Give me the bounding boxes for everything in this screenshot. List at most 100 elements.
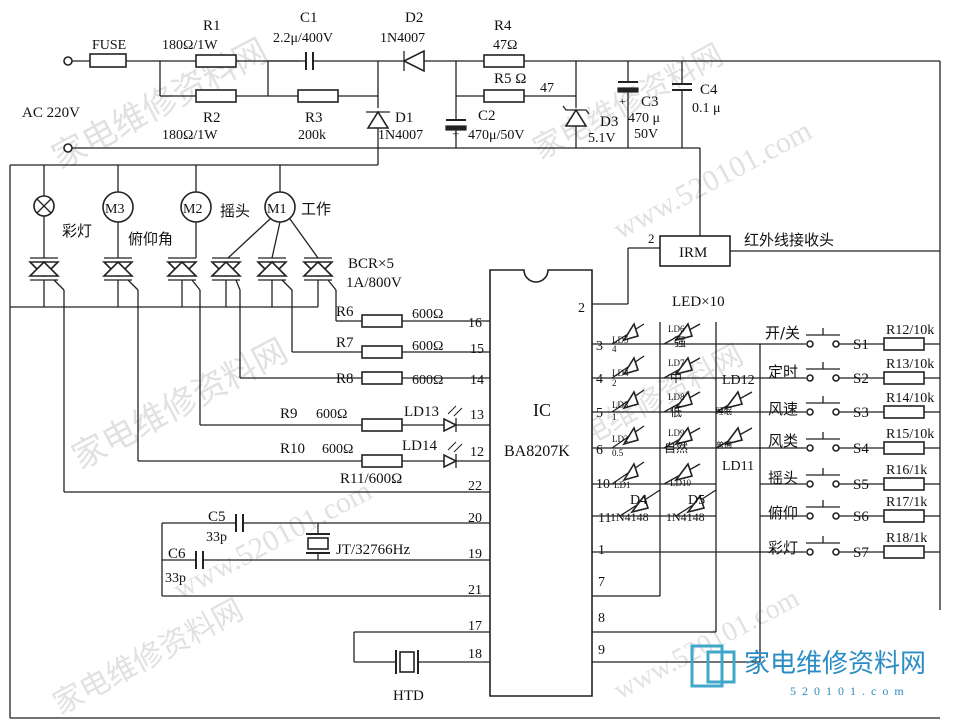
logo-url: 520101.com bbox=[790, 684, 910, 698]
switch-label: S5 bbox=[853, 477, 869, 493]
ic-pin-left: 17 bbox=[468, 619, 482, 634]
switch-resistor bbox=[883, 405, 925, 419]
r11-label: R11/600Ω bbox=[340, 471, 402, 487]
d4-label: D4 bbox=[630, 493, 647, 508]
r4-value: 47Ω bbox=[493, 38, 517, 53]
resistor-r4 bbox=[483, 54, 525, 68]
fuse-symbol bbox=[89, 53, 127, 68]
ld13-label: LD13 bbox=[404, 404, 439, 420]
switch-resistor-value: R14/10k bbox=[886, 391, 934, 406]
led-medium-label: 中 bbox=[670, 370, 682, 385]
switch-function: 开/关 bbox=[765, 324, 800, 342]
c2-label: C2 bbox=[478, 108, 496, 124]
bcr-rating: 1A/800V bbox=[346, 275, 402, 291]
ic-pin-left: 15 bbox=[470, 342, 484, 357]
led-sleep-label: 睡眠 bbox=[716, 407, 732, 416]
c6-label: C6 bbox=[168, 546, 186, 562]
switch-resistor bbox=[883, 441, 925, 455]
switch-label: S1 bbox=[853, 337, 869, 353]
switch-s3: 风速 S3 R14/10k bbox=[760, 391, 940, 421]
led-ld12 bbox=[715, 390, 753, 413]
irm-pin: 2 bbox=[648, 231, 655, 246]
fuse-label: FUSE bbox=[92, 38, 126, 53]
ic-pin-left: 18 bbox=[468, 647, 482, 662]
oscillator-section: C5 33p C6 33p JT/32766Hz HTD bbox=[161, 509, 490, 704]
r8-label: R8 bbox=[336, 371, 354, 387]
r6-label: R6 bbox=[336, 304, 354, 320]
led-ld8 bbox=[663, 390, 701, 413]
r3-label: R3 bbox=[305, 110, 323, 126]
r5-label: R5 Ω bbox=[494, 71, 526, 87]
power-supply: AC 220V FUSE R1 180Ω/1W R2 180Ω/1W C1 2.… bbox=[22, 10, 941, 610]
ic-pin-left: 14 bbox=[470, 373, 484, 388]
bcr-label: BCR×5 bbox=[348, 256, 394, 272]
led-strong-label: 强 bbox=[674, 335, 686, 349]
switch-resistor bbox=[883, 545, 925, 559]
ic-body bbox=[489, 269, 593, 697]
c5-value: 33p bbox=[206, 530, 227, 545]
r2-label: R2 bbox=[203, 110, 221, 126]
watermark-text: www.520101.com bbox=[168, 474, 377, 606]
m1-label: M1 bbox=[267, 202, 286, 217]
resistor-r1 bbox=[195, 54, 237, 68]
switch-label: S2 bbox=[853, 371, 869, 387]
switch-label: S3 bbox=[853, 405, 869, 421]
switch-resistor bbox=[883, 477, 925, 491]
crystal-jt bbox=[307, 537, 329, 550]
d3-value: 5.1V bbox=[588, 131, 616, 146]
led-low-label: 低 bbox=[670, 405, 682, 419]
led-number: 0.5 bbox=[612, 448, 624, 458]
ic-pin-left: 13 bbox=[470, 408, 484, 423]
watermark-text: 家电维修资料网 bbox=[47, 593, 249, 722]
r5-value: 47 bbox=[540, 81, 554, 96]
switch-function: 俯仰 bbox=[768, 504, 798, 522]
switch-label: S6 bbox=[853, 509, 869, 525]
resistor-r8 bbox=[361, 371, 403, 385]
triac-m1b bbox=[302, 257, 337, 321]
switch-s2: 定时 S2 R13/10k bbox=[760, 357, 940, 387]
irm-label: IRM bbox=[679, 245, 707, 261]
ld5-label: LD5 bbox=[612, 335, 629, 345]
r6-value: 600Ω bbox=[412, 307, 443, 322]
triac-m1a bbox=[256, 257, 293, 352]
switch-function: 摇头 bbox=[768, 469, 798, 487]
d1-label: D1 bbox=[395, 110, 413, 126]
ac-terminal bbox=[63, 56, 73, 66]
gate-resistors: R6 600Ω R7 600Ω R8 600Ω R9 600Ω LD13 R10… bbox=[64, 304, 490, 493]
switch-s6: 俯仰 S6 R17/1k bbox=[760, 495, 940, 525]
triac-m3 bbox=[102, 257, 139, 461]
led-ld6 bbox=[663, 322, 701, 345]
ic-pin-left: 20 bbox=[468, 511, 482, 526]
d1-value: 1N4007 bbox=[378, 128, 423, 143]
resistor-r6 bbox=[361, 314, 403, 328]
led-ld4 bbox=[611, 355, 645, 379]
ir-receiver: IRM 2 红外线接收头 bbox=[648, 231, 940, 267]
switch-s1: 开/关 S1 R12/10k bbox=[760, 323, 940, 353]
c3-label: C3 bbox=[641, 94, 659, 110]
triac-m2b bbox=[210, 257, 242, 378]
led-ld2 bbox=[611, 425, 645, 449]
load-section: 彩灯 M3 俯仰角 M2 摇头 M1 工作 bbox=[9, 148, 940, 719]
switch-bank: 开/关 S1 R12/10k 定时 S2 R13/10k 风速 S bbox=[592, 323, 940, 663]
led-natural-label: 自然 bbox=[664, 440, 688, 455]
ic-pin-right: 6 bbox=[596, 443, 603, 458]
diode-d2 bbox=[402, 49, 425, 73]
irm-name: 红外线接收头 bbox=[744, 231, 834, 249]
r1-value: 180Ω/1W bbox=[162, 38, 218, 53]
led-number: 1 bbox=[612, 412, 617, 422]
ic-pin-right: 1 bbox=[598, 543, 605, 558]
m2-name: 摇头 bbox=[220, 202, 250, 220]
diode-d1 bbox=[366, 110, 390, 129]
m3-name: 俯仰角 bbox=[128, 230, 173, 248]
switch-s4: 风类 S4 R15/10k bbox=[760, 427, 940, 457]
switch-resistor-value: R16/1k bbox=[886, 463, 927, 478]
r10-label: R10 bbox=[280, 441, 305, 457]
resistor-r2 bbox=[195, 89, 237, 103]
switch-resistor-value: R15/10k bbox=[886, 427, 934, 442]
logo-text: 家电维修资料网 bbox=[744, 649, 926, 679]
ic-pin-left: 12 bbox=[470, 445, 484, 460]
r7-label: R7 bbox=[336, 335, 354, 351]
ld12-label: LD12 bbox=[722, 373, 755, 388]
ic-pin-right: 8 bbox=[598, 611, 605, 626]
